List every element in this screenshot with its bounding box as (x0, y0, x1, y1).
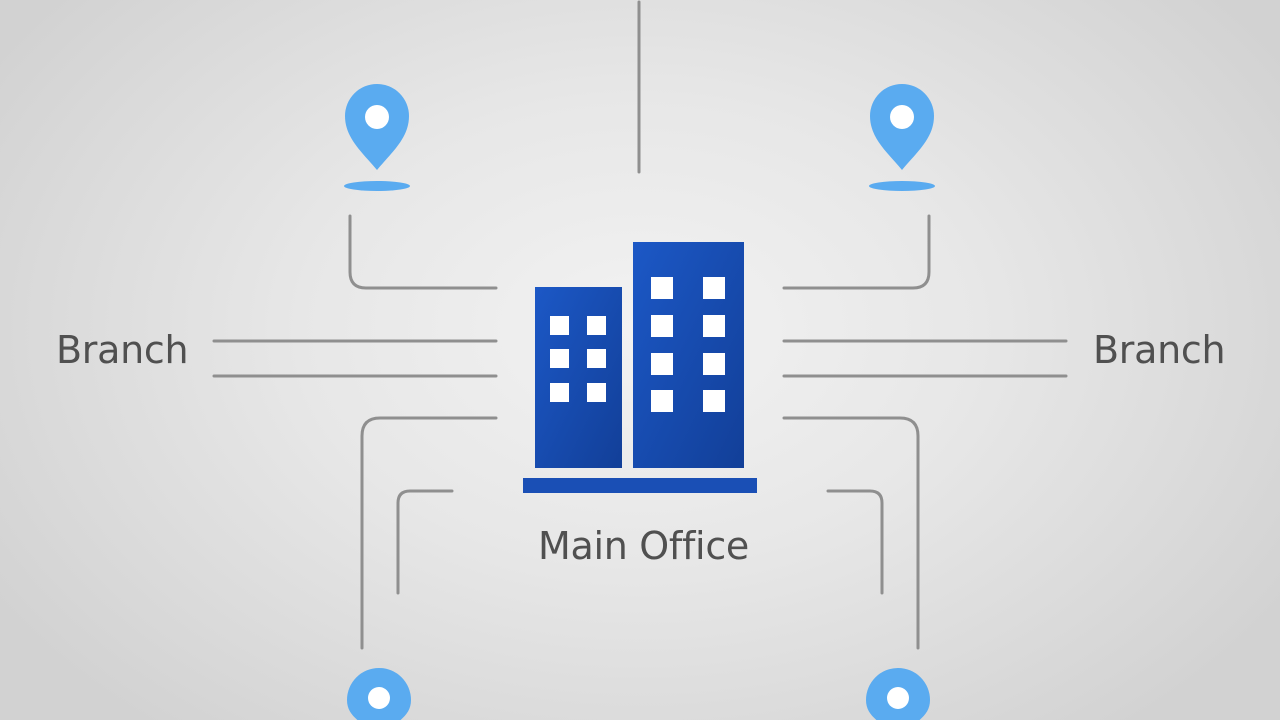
location-pin-icon (866, 668, 930, 720)
building-windows (550, 277, 725, 412)
branch-label-left: Branch (56, 328, 189, 372)
office-building-icon (523, 242, 757, 493)
building-right-tower (633, 242, 744, 468)
connector-bottom-right-inner (826, 489, 884, 595)
connector-bottom-right-outer (782, 416, 920, 650)
connector-top-left (348, 214, 498, 290)
main-office-label: Main Office (538, 524, 749, 568)
connector-bottom-left-inner (396, 489, 454, 595)
building-base (523, 478, 757, 493)
location-pin-icon (344, 84, 410, 191)
connector-bottom-left-outer (360, 416, 498, 650)
location-pin-icon (347, 668, 411, 720)
branch-label-right: Branch (1093, 328, 1226, 372)
building-left-tower (535, 287, 622, 468)
connector-top-right (782, 214, 931, 290)
location-pin-icon (869, 84, 935, 191)
